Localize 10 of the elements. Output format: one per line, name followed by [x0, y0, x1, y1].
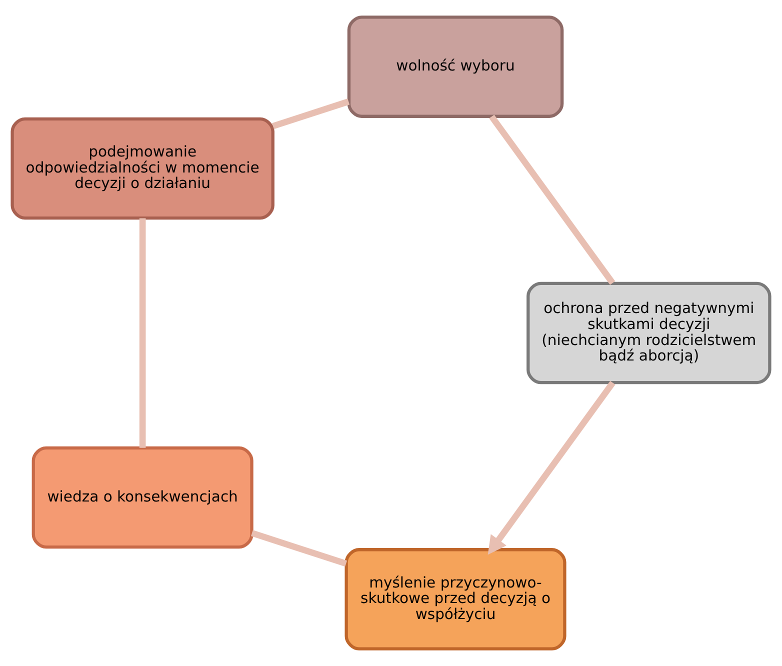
arrow	[488, 380, 616, 555]
connector	[489, 114, 616, 285]
node-box: ochrona przed negatywnymi skutkami decyzji (niechcianym rodzicielstwem bądź aborcją)	[526, 282, 772, 384]
connector	[139, 218, 146, 448]
connector	[272, 98, 350, 130]
node-box: myślenie przyczynowo-skutkowe przed decyzją o współżyciu	[344, 548, 566, 650]
connector	[250, 530, 348, 567]
node-box: wolność wyboru	[347, 16, 564, 118]
node-box: podejmowanie odpowiedzialności w momencie decyzji o działaniu	[10, 117, 274, 220]
node-box: wiedza o konsekwencjach	[32, 446, 254, 549]
